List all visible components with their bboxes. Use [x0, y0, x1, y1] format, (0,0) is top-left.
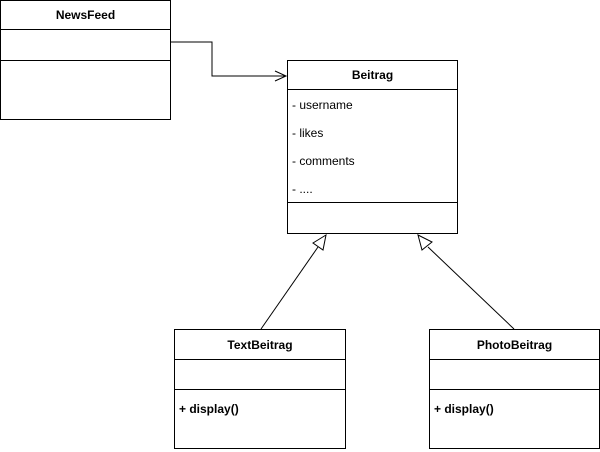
- attribute-more: - ....: [292, 182, 313, 196]
- class-name: PhotoBeitrag: [430, 330, 599, 360]
- association-newsfeed-beitrag: [170, 41, 285, 77]
- inheritance-triangle-icon: [312, 233, 327, 251]
- class-name: Beitrag: [288, 61, 457, 90]
- class-name: NewsFeed: [1, 1, 170, 30]
- attributes-compartment: - username - likes - comments - ....: [288, 90, 457, 203]
- attribute-username: - username: [292, 98, 353, 112]
- generalization-photobeitrag-beitrag: [427, 246, 515, 330]
- class-beitrag[interactable]: Beitrag - username - likes - comments - …: [287, 60, 458, 234]
- attributes-compartment: [1, 30, 170, 61]
- methods-compartment: + display(): [175, 390, 345, 416]
- attributes-compartment: [175, 360, 345, 390]
- attribute-comments: - comments: [292, 154, 355, 168]
- attribute-likes: - likes: [292, 126, 324, 140]
- method-display: + display(): [179, 402, 239, 416]
- open-arrow-head-icon: [274, 70, 288, 82]
- class-photobeitrag[interactable]: PhotoBeitrag + display(): [429, 329, 600, 449]
- attributes-compartment: [430, 360, 599, 390]
- method-display: + display(): [434, 402, 494, 416]
- class-newsfeed[interactable]: NewsFeed: [0, 0, 171, 120]
- methods-compartment: + display(): [430, 390, 599, 416]
- class-textbeitrag[interactable]: TextBeitrag + display(): [174, 329, 346, 449]
- generalization-textbeitrag-beitrag: [260, 246, 319, 330]
- inheritance-triangle-icon: [417, 234, 433, 251]
- class-name: TextBeitrag: [175, 330, 345, 360]
